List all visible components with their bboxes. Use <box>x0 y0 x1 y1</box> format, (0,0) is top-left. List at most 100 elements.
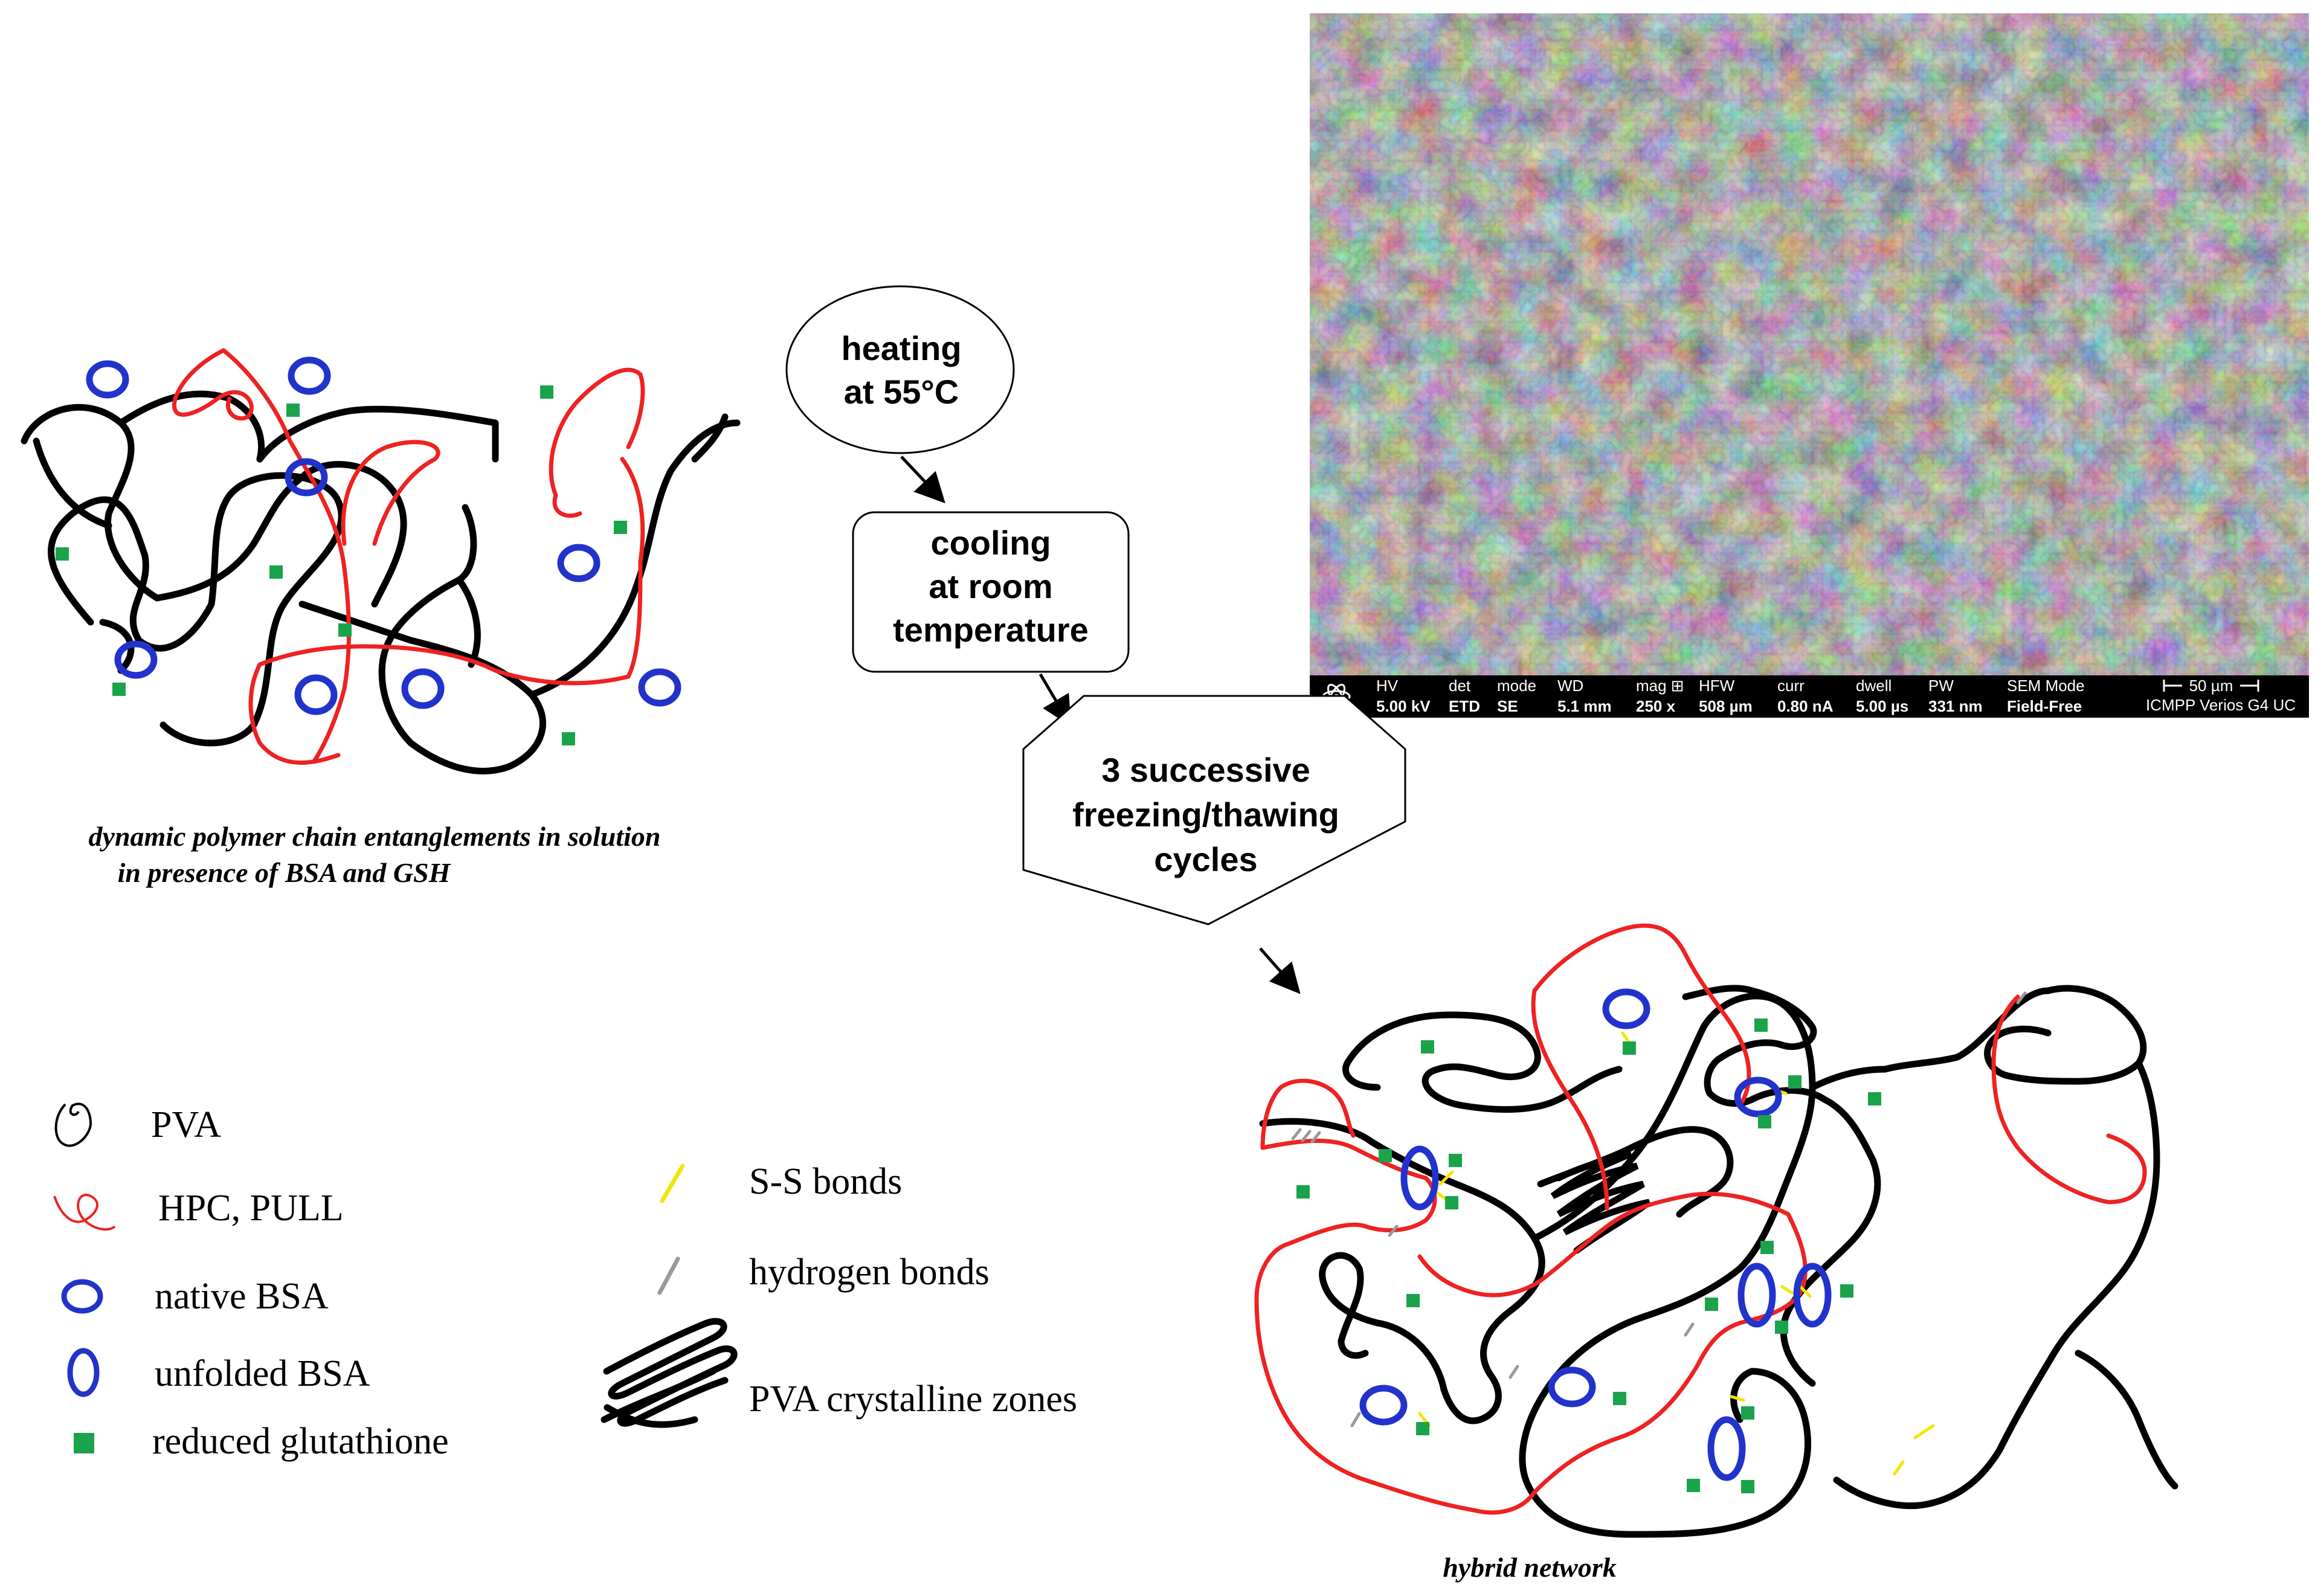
pva-chains <box>21 390 741 774</box>
arrow-1 <box>900 455 945 504</box>
glutathione-icon <box>1406 1294 1420 1307</box>
network-glutathione <box>1296 1018 1881 1493</box>
sem-scale-label: 50 µm <box>2189 677 2233 695</box>
glutathione-icon <box>269 565 283 579</box>
glutathione-squares <box>56 385 627 745</box>
native-bsa-icon <box>294 674 338 715</box>
glutathione-legend-icon <box>74 1433 94 1453</box>
hydrogen-bond-icon <box>1684 1322 1695 1337</box>
step-cooling-line2: at room <box>929 567 1052 605</box>
hydrogen-bond-icon <box>1350 1412 1361 1427</box>
step-cooling-box <box>852 511 1130 673</box>
glutathione-icon <box>540 385 553 399</box>
glutathione-icon <box>1416 1422 1429 1435</box>
glutathione-icon <box>1754 1018 1768 1032</box>
legend-crystalline: PVA crystalline zones <box>749 1379 1077 1420</box>
unfolded-bsa-legend-icon <box>67 1348 100 1397</box>
hydrogen-bond-icon <box>1310 1131 1321 1144</box>
glutathione-icon <box>1788 1075 1801 1089</box>
step-heating-box <box>785 285 1015 454</box>
network-hydrogen-bonds <box>1291 991 2027 1427</box>
network-hpc-pull-chains <box>1254 923 2147 1515</box>
glutathione-icon <box>1705 1298 1718 1311</box>
step-freezing-line1: 3 successive <box>1101 751 1310 789</box>
glutathione-icon <box>1775 1321 1788 1334</box>
step-heating-line2: at 55°C <box>844 373 959 411</box>
sem-value-4: 250 x <box>1636 697 1676 715</box>
network-unfolded-bsa <box>1400 1145 1832 1481</box>
glutathione-icon <box>562 732 575 745</box>
hydrogen-bond-icon <box>1508 1365 1519 1379</box>
glutathione-icon <box>1296 1185 1310 1199</box>
network-caption: hybrid network <box>1443 1552 1617 1583</box>
solution-caption-line1: dynamic polymer chain entanglements in s… <box>89 821 661 852</box>
sem-header-3: WD <box>1557 677 1583 695</box>
unfolded-bsa-icon <box>1737 1263 1776 1328</box>
step-freezing-box <box>1022 695 1406 925</box>
hydrogen-bond-icon <box>1301 1130 1312 1142</box>
solution-caption-line2: in presence of BSA and GSH <box>118 857 451 888</box>
native-bsa-icon <box>1734 1076 1782 1118</box>
unfolded-bsa-icon <box>1400 1145 1439 1211</box>
native-bsa-legend-icon <box>61 1279 103 1314</box>
step-heating-line1: heating <box>841 329 961 367</box>
native-bsa-icon <box>288 356 331 395</box>
sem-value-3: 5.1 mm <box>1557 697 1612 715</box>
legend-ss-bonds: S-S bonds <box>749 1161 902 1202</box>
hpc-pull-legend-icon <box>53 1194 116 1231</box>
glutathione-icon <box>614 521 627 534</box>
sem-header-8: PW <box>1928 677 1954 695</box>
network-pva-chains <box>1259 985 2178 1538</box>
glutathione-icon <box>1445 1196 1458 1209</box>
sem-header-1: det <box>1449 677 1471 695</box>
legend-hpc-pull: HPC, PULL <box>158 1188 344 1229</box>
sem-value-6: 0.80 nA <box>1777 697 1834 715</box>
network-crystalline-zone <box>1550 1150 1652 1254</box>
sem-value-8: 331 nm <box>1928 697 1983 715</box>
ss-bond-legend-icon <box>660 1163 685 1203</box>
sem-header-9: SEM Mode <box>2007 677 2085 695</box>
sem-header-4: mag ⊞ <box>1636 677 1684 695</box>
arrow-3 <box>1259 947 1301 994</box>
native-bsa-icon <box>401 668 445 709</box>
glutathione-icon <box>1687 1479 1700 1492</box>
glutathione-icon <box>1741 1480 1754 1493</box>
process-steps: heating at 55°C cooling at room temperat… <box>785 285 1406 994</box>
hybrid-network-diagram: hybrid network <box>1254 923 2178 1583</box>
legend-glutathione: reduced glutathione <box>152 1421 449 1462</box>
step-freezing-line3: cycles <box>1154 840 1257 878</box>
glutathione-icon <box>1868 1092 1881 1105</box>
unfolded-bsa-icon <box>1707 1416 1746 1481</box>
sem-header-6: curr <box>1777 677 1805 695</box>
pva-legend-icon <box>54 1102 92 1147</box>
glutathione-icon <box>112 683 126 696</box>
hydrogen-bond-icon <box>1388 1224 1399 1237</box>
native-bsa-icon <box>285 458 328 497</box>
native-bsa-rings <box>86 356 681 715</box>
sem-value-7: 5.00 µs <box>1856 697 1908 715</box>
hydrogen-bond-icon <box>1291 1128 1302 1141</box>
sem-value-2: SE <box>1497 697 1518 715</box>
legend-right: S-S bonds hydrogen bonds PVA crystalline… <box>600 1161 1077 1428</box>
sem-value-0: 5.00 kV <box>1376 697 1431 715</box>
glutathione-icon <box>1623 1041 1636 1055</box>
sem-header-2: mode <box>1497 677 1536 695</box>
glutathione-icon <box>1760 1241 1774 1254</box>
step-freezing-line2: freezing/thawing <box>1072 796 1339 834</box>
sem-instrument: ICMPP Verios G4 UC <box>2146 696 2296 714</box>
crystalline-legend-icon <box>600 1318 738 1428</box>
solution-diagram: dynamic polymer chain entanglements in s… <box>21 348 741 888</box>
legend-pva: PVA <box>151 1104 221 1145</box>
glutathione-icon <box>1613 1392 1626 1405</box>
sem-value-9: Field-Free <box>2007 697 2082 715</box>
glutathione-icon <box>1758 1115 1771 1128</box>
glutathione-icon <box>1379 1149 1392 1162</box>
native-bsa-icon <box>114 640 158 679</box>
native-bsa-icon <box>557 544 600 582</box>
legend-native-bsa: native BSA <box>155 1276 329 1317</box>
sem-value-1: ETD <box>1449 697 1480 715</box>
